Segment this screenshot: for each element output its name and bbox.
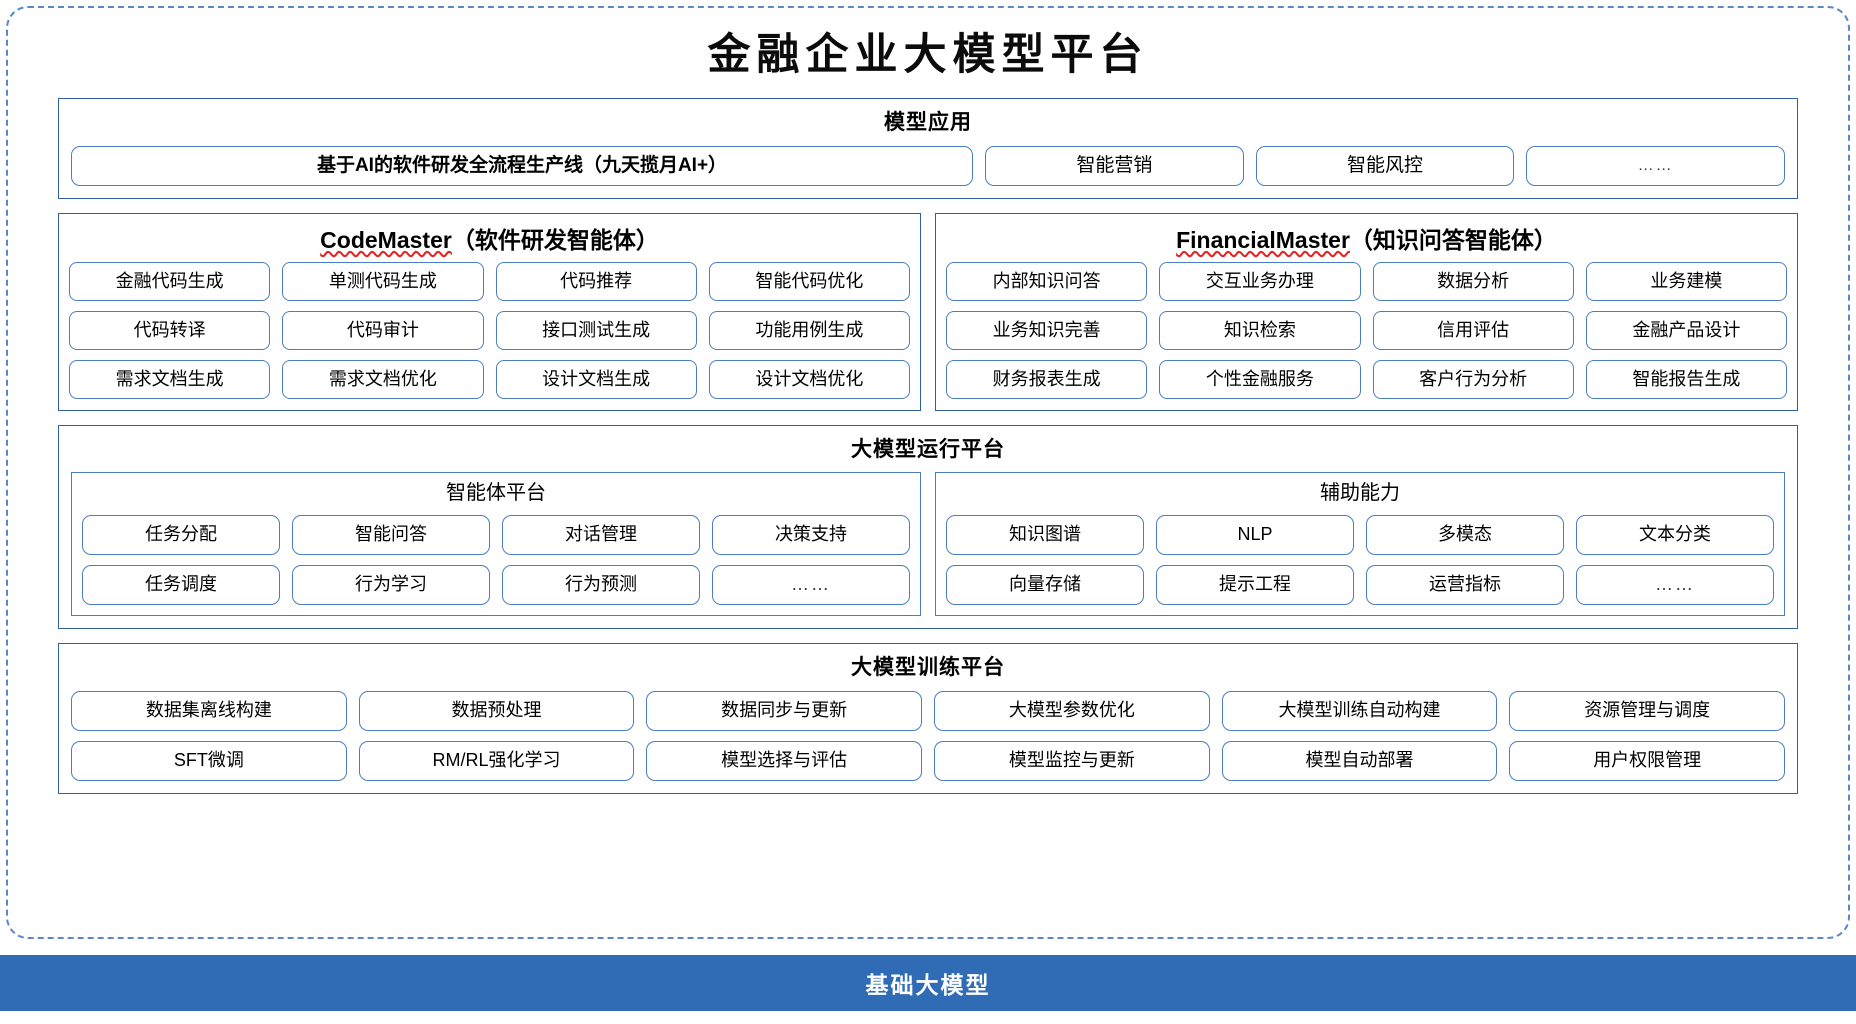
training-chip-row: SFT微调 RM/RL强化学习 模型选择与评估 模型监控与更新 模型自动部署 用… bbox=[71, 740, 1786, 781]
panel-chip-more[interactable]: …… bbox=[1576, 565, 1774, 606]
agent-chip[interactable]: 个性金融服务 bbox=[1159, 359, 1361, 399]
agent-chip[interactable]: 需求文档生成 bbox=[69, 359, 271, 399]
agent-chip[interactable]: 代码转译 bbox=[69, 310, 271, 350]
panel-chip[interactable]: 向量存储 bbox=[946, 565, 1144, 606]
agent-chip[interactable]: 代码审计 bbox=[282, 310, 484, 350]
panel-chip[interactable]: 提示工程 bbox=[1156, 565, 1354, 606]
panel-chip[interactable]: 对话管理 bbox=[502, 515, 700, 556]
panel-chip-row: 向量存储 提示工程 运营指标 …… bbox=[946, 565, 1774, 606]
agent-chip[interactable]: 金融产品设计 bbox=[1585, 310, 1787, 350]
panel-chip[interactable]: 行为预测 bbox=[502, 565, 700, 606]
panel-chip-row: 任务调度 行为学习 行为预测 …… bbox=[82, 565, 910, 606]
foundation-model-label: 基础大模型 bbox=[865, 972, 991, 998]
training-chip[interactable]: 数据集离线构建 bbox=[71, 690, 347, 731]
panel-chip[interactable]: 多模态 bbox=[1366, 515, 1564, 556]
training-chip[interactable]: 资源管理与调度 bbox=[1509, 690, 1786, 731]
training-chip[interactable]: 模型选择与评估 bbox=[646, 740, 923, 781]
panel-chip[interactable]: 行为学习 bbox=[292, 565, 490, 606]
agent-chip-row: 代码转译 代码审计 接口测试生成 功能用例生成 bbox=[69, 310, 910, 350]
runtime-platform-title: 大模型运行平台 bbox=[851, 437, 1005, 461]
agent-chip[interactable]: 智能代码优化 bbox=[708, 261, 910, 301]
agent-chip-row: 内部知识问答 交互业务办理 数据分析 业务建模 bbox=[946, 261, 1787, 301]
panel-chip[interactable]: 智能问答 bbox=[292, 515, 490, 556]
agent-chip-row: 金融代码生成 单测代码生成 代码推荐 智能代码优化 bbox=[69, 261, 910, 301]
model-application-band: 模型应用 基于AI的软件研发全流程生产线（九天揽月AI+） 智能营销 智能风控 … bbox=[58, 98, 1798, 199]
page-title: 金融企业大模型平台 bbox=[707, 30, 1149, 80]
panel-chip-row: 知识图谱 NLP 多模态 文本分类 bbox=[946, 515, 1774, 556]
panel-chip[interactable]: 文本分类 bbox=[1576, 515, 1774, 556]
panel-chip[interactable]: 任务分配 bbox=[82, 515, 280, 556]
training-chip[interactable]: 大模型参数优化 bbox=[934, 690, 1210, 731]
agent-suffix-financialmaster: （知识问答智能体） bbox=[1349, 226, 1557, 253]
agent-chip[interactable]: 智能报告生成 bbox=[1585, 359, 1787, 399]
agent-chip[interactable]: 信用评估 bbox=[1372, 310, 1574, 350]
panel-chip[interactable]: 运营指标 bbox=[1366, 565, 1564, 606]
panel-auxiliary-capability: 辅助能力 知识图谱 NLP 多模态 文本分类 向量存储 提示工程 运营指标 …… bbox=[935, 472, 1785, 617]
platform-outer-frame: 金融企业大模型平台 模型应用 基于AI的软件研发全流程生产线（九天揽月AI+） … bbox=[6, 6, 1850, 939]
agent-name-financialmaster: FinancialMaster bbox=[1176, 226, 1350, 253]
training-chip[interactable]: RM/RL强化学习 bbox=[358, 740, 635, 781]
agent-band-financialmaster: FinancialMaster（知识问答智能体） 内部知识问答 交互业务办理 数… bbox=[935, 212, 1798, 411]
agent-chip[interactable]: 单测代码生成 bbox=[282, 261, 484, 301]
runtime-platform-band: 大模型运行平台 智能体平台 任务分配 智能问答 对话管理 决策支持 任务调度 行… bbox=[58, 424, 1798, 630]
training-chip[interactable]: 数据预处理 bbox=[358, 690, 635, 731]
agent-chip[interactable]: 内部知识问答 bbox=[946, 261, 1148, 301]
agent-chip[interactable]: 代码推荐 bbox=[495, 261, 697, 301]
runtime-panels-row: 智能体平台 任务分配 智能问答 对话管理 决策支持 任务调度 行为学习 行为预测… bbox=[71, 472, 1785, 617]
panel-chip-more[interactable]: …… bbox=[712, 565, 910, 606]
training-chip[interactable]: 模型自动部署 bbox=[1221, 740, 1498, 781]
app-chip-marketing[interactable]: 智能营销 bbox=[985, 145, 1244, 186]
agent-name-codemaster: CodeMaster bbox=[320, 226, 452, 253]
agent-chip[interactable]: 需求文档优化 bbox=[282, 359, 484, 399]
agent-chip[interactable]: 交互业务办理 bbox=[1159, 261, 1361, 301]
training-chip-row: 数据集离线构建 数据预处理 数据同步与更新 大模型参数优化 大模型训练自动构建 … bbox=[71, 690, 1786, 731]
agent-title-financialmaster: FinancialMaster（知识问答智能体） bbox=[946, 221, 1787, 255]
agent-chip[interactable]: 客户行为分析 bbox=[1372, 359, 1574, 399]
agent-chip[interactable]: 设计文档优化 bbox=[708, 359, 910, 399]
agent-chip[interactable]: 金融代码生成 bbox=[69, 261, 271, 301]
app-chip-more[interactable]: …… bbox=[1526, 145, 1786, 186]
app-chip-primary[interactable]: 基于AI的软件研发全流程生产线（九天揽月AI+） bbox=[71, 145, 973, 186]
training-platform-band: 大模型训练平台 数据集离线构建 数据预处理 数据同步与更新 大模型参数优化 大模… bbox=[58, 643, 1798, 794]
foundation-model-bar: 基础大模型 bbox=[0, 955, 1856, 1011]
agents-row: CodeMaster（软件研发智能体） 金融代码生成 单测代码生成 代码推荐 智… bbox=[58, 212, 1798, 411]
agent-chip[interactable]: 业务建模 bbox=[1585, 261, 1787, 301]
agent-suffix-codemaster: （软件研发智能体） bbox=[451, 226, 659, 253]
training-chip[interactable]: 大模型训练自动构建 bbox=[1221, 690, 1498, 731]
agent-chip[interactable]: 财务报表生成 bbox=[946, 359, 1148, 399]
panel-chip[interactable]: 任务调度 bbox=[82, 565, 280, 606]
panel-chip-row: 任务分配 智能问答 对话管理 决策支持 bbox=[82, 515, 910, 556]
panel-chip[interactable]: 决策支持 bbox=[712, 515, 910, 556]
agent-chip[interactable]: 功能用例生成 bbox=[708, 310, 910, 350]
training-chip[interactable]: 模型监控与更新 bbox=[934, 740, 1210, 781]
panel-chip[interactable]: 知识图谱 bbox=[946, 515, 1144, 556]
agent-chip[interactable]: 设计文档生成 bbox=[495, 359, 697, 399]
agent-chip-row: 需求文档生成 需求文档优化 设计文档生成 设计文档优化 bbox=[69, 359, 910, 399]
training-chip[interactable]: 数据同步与更新 bbox=[646, 690, 923, 731]
training-chip[interactable]: SFT微调 bbox=[71, 740, 347, 781]
agent-chip[interactable]: 接口测试生成 bbox=[495, 310, 697, 350]
agent-chip[interactable]: 知识检索 bbox=[1159, 310, 1361, 350]
panel-title-agent-platform: 智能体平台 bbox=[446, 482, 546, 505]
agent-band-codemaster: CodeMaster（软件研发智能体） 金融代码生成 单测代码生成 代码推荐 智… bbox=[58, 212, 921, 411]
agent-chip-row: 财务报表生成 个性金融服务 客户行为分析 智能报告生成 bbox=[946, 359, 1787, 399]
model-application-title: 模型应用 bbox=[884, 111, 972, 135]
agent-chip-row: 业务知识完善 知识检索 信用评估 金融产品设计 bbox=[946, 310, 1787, 350]
agent-chip[interactable]: 业务知识完善 bbox=[946, 310, 1148, 350]
model-application-chip-row: 基于AI的软件研发全流程生产线（九天揽月AI+） 智能营销 智能风控 …… bbox=[71, 145, 1786, 186]
agent-chip[interactable]: 数据分析 bbox=[1372, 261, 1574, 301]
panel-chip[interactable]: NLP bbox=[1156, 515, 1354, 556]
panel-agent-platform: 智能体平台 任务分配 智能问答 对话管理 决策支持 任务调度 行为学习 行为预测… bbox=[71, 472, 921, 617]
agent-title-codemaster: CodeMaster（软件研发智能体） bbox=[69, 221, 910, 255]
training-platform-title: 大模型训练平台 bbox=[851, 656, 1005, 680]
panel-title-auxiliary-capability: 辅助能力 bbox=[1320, 482, 1400, 505]
training-chip[interactable]: 用户权限管理 bbox=[1509, 740, 1786, 781]
app-chip-risk-control[interactable]: 智能风控 bbox=[1255, 145, 1515, 186]
